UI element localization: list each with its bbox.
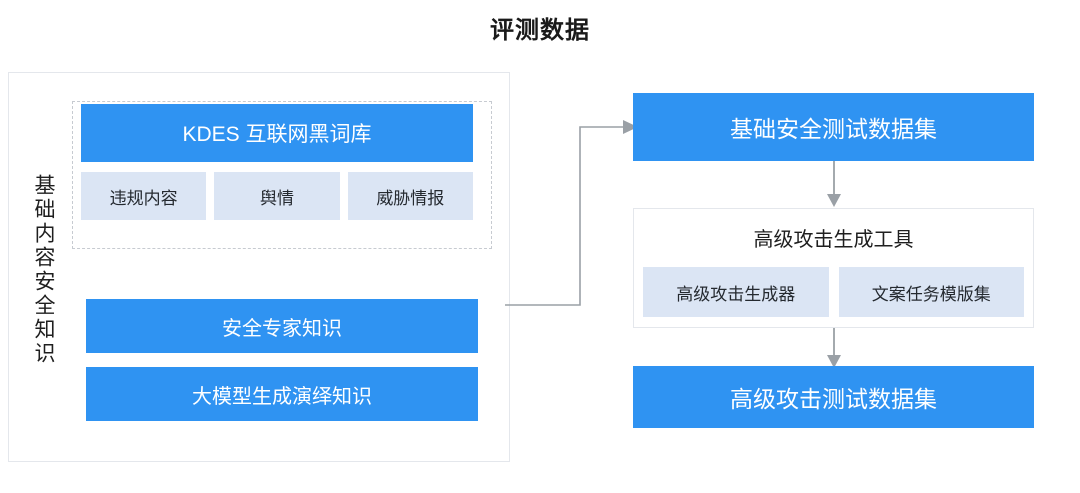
left-panel-vertical-label: 基础内容安全知识 (32, 174, 56, 366)
arrow-tool-to-advanced-icon (827, 328, 841, 368)
tool-title: 高级攻击生成工具 (753, 228, 914, 251)
page-title: 评测数据 (490, 17, 590, 44)
tag-public-opinion[interactable]: 舆情 (214, 172, 340, 220)
tag-illegal-content[interactable]: 违规内容 (81, 172, 207, 220)
left-panel-content: KDES 互联网黑词库 违规内容 舆情 威胁情报 安全专家知识 大模型生成演绎知… (67, 89, 495, 447)
tag-threat-intelligence[interactable]: 威胁情报 (347, 172, 473, 220)
arrow-basic-to-tool-icon (827, 161, 841, 207)
container-advanced-attack-generation-tool: 高级攻击生成工具 高级攻击生成器 文案任务模版集 (633, 208, 1034, 328)
connector-left-to-basic-dataset (505, 120, 638, 306)
box-security-expert-knowledge[interactable]: 安全专家知识 (86, 299, 478, 353)
box-llm-generated-knowledge[interactable]: 大模型生成演绎知识 (86, 367, 478, 421)
left-panel-basic-content-safety-knowledge: 基础内容安全知识 KDES 互联网黑词库 违规内容 舆情 威胁情报 安全专家知识… (8, 72, 510, 462)
dashed-group-kdes (72, 101, 492, 249)
box-advanced-attack-test-dataset[interactable]: 高级攻击测试数据集 (633, 366, 1034, 428)
box-basic-security-test-dataset[interactable]: 基础安全测试数据集 (633, 93, 1034, 161)
tool-item-copy-task-template-set[interactable]: 文案任务模版集 (838, 267, 1024, 317)
kdes-tag-row: 违规内容 舆情 威胁情报 (81, 172, 473, 220)
box-kdes-blackword-library[interactable]: KDES 互联网黑词库 (81, 104, 473, 162)
tool-item-row: 高级攻击生成器 文案任务模版集 (643, 267, 1024, 317)
tool-item-advanced-attack-generator[interactable]: 高级攻击生成器 (643, 267, 829, 317)
